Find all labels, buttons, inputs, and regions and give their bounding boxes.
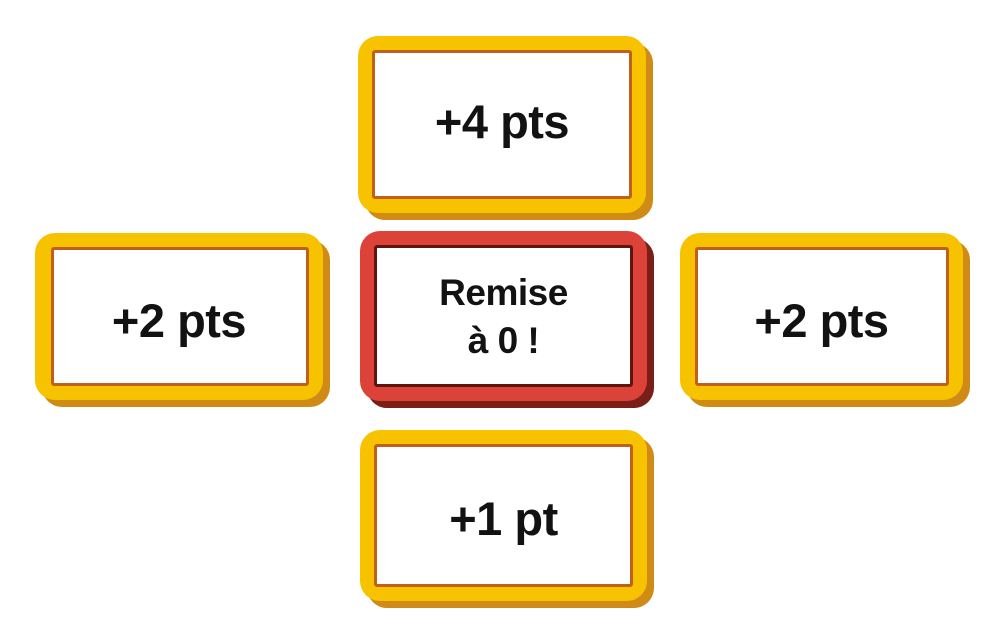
card-bottom-plus-1-pt[interactable]: +1 pt [360,430,654,608]
card-left-plus-2-pts[interactable]: +2 pts [35,233,330,407]
card-face [51,247,309,386]
card-right-plus-2-pts[interactable]: +2 pts [680,233,970,407]
card-face [374,444,633,587]
card-center-remise-a-zero[interactable]: Remise à 0 ! [360,231,654,408]
card-face [374,245,633,387]
card-top-plus-4-pts[interactable]: +4 pts [358,36,653,220]
card-face [372,50,632,199]
card-face [695,247,949,386]
